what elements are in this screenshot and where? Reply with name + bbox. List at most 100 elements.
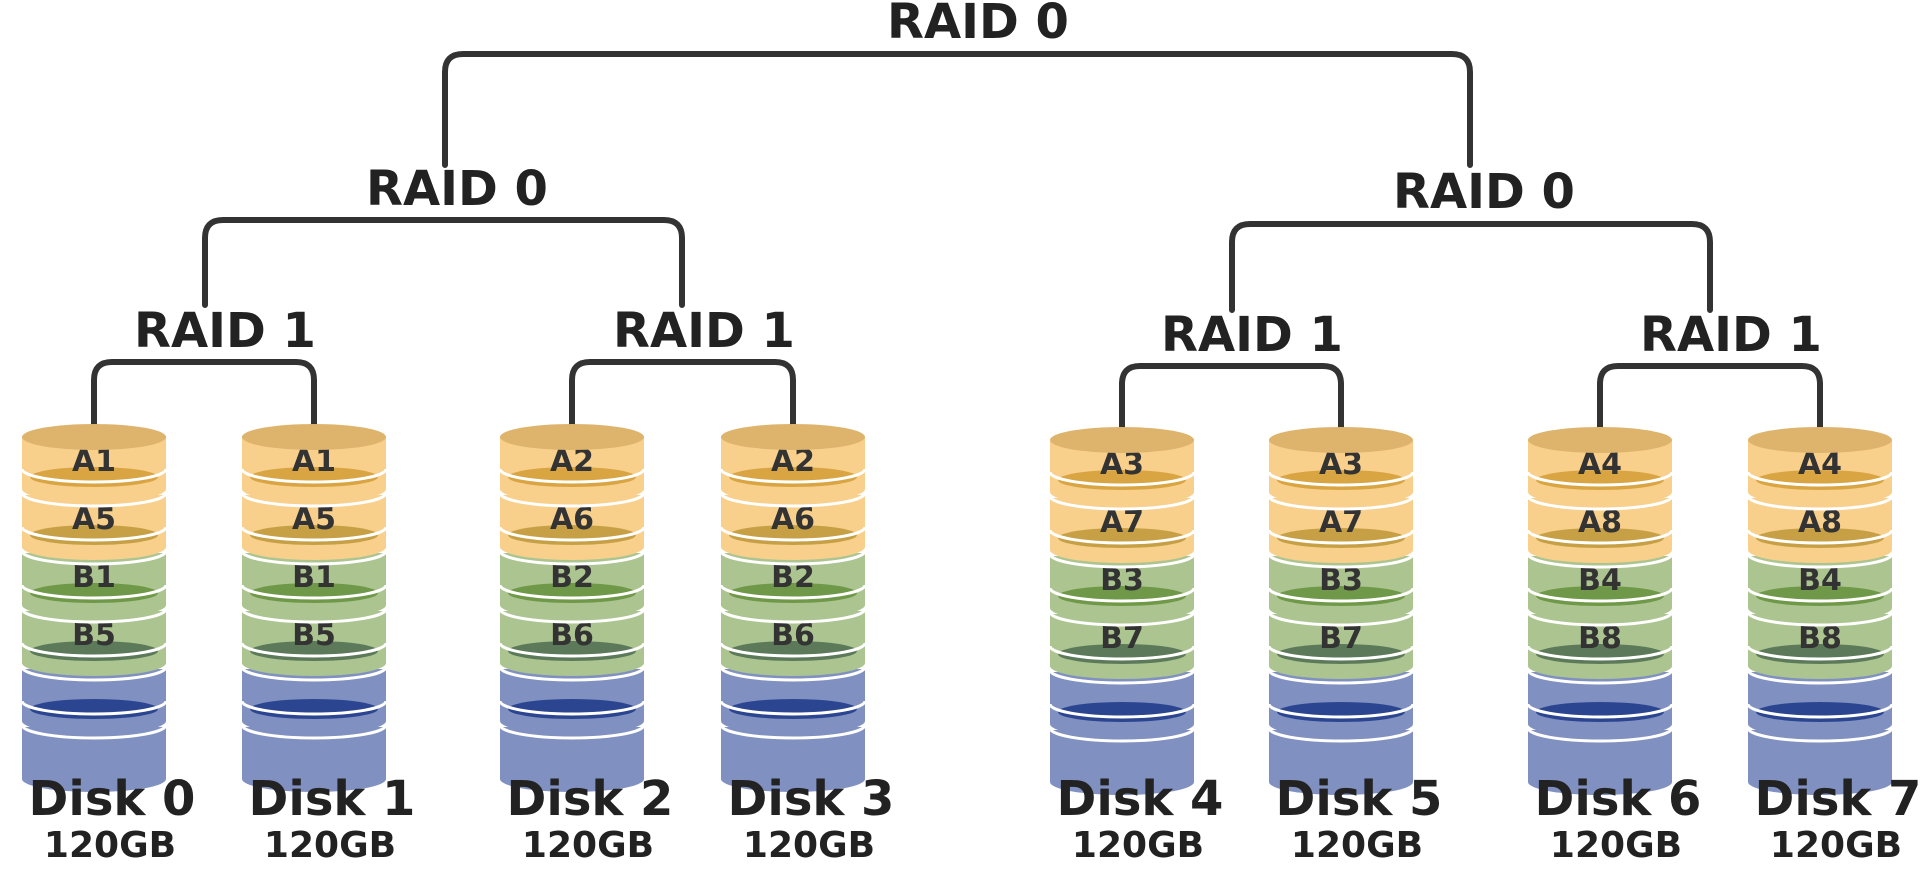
disk-segment-edge bbox=[1048, 495, 1196, 511]
disk-segment-edge bbox=[1267, 727, 1415, 743]
disk-top-cap bbox=[242, 424, 386, 450]
disk-block: A1 bbox=[240, 437, 388, 508]
disk-name: Disk 0 bbox=[29, 771, 196, 827]
disk-block: B6 bbox=[719, 611, 867, 682]
disk-size: 120GB bbox=[1770, 825, 1902, 866]
disk-free-space bbox=[1526, 730, 1674, 801]
disk-block: A8 bbox=[1526, 498, 1674, 569]
disk-size: 120GB bbox=[1072, 825, 1204, 866]
disk-free-space bbox=[1746, 672, 1894, 743]
disk-block: A2 bbox=[719, 437, 867, 508]
disk-free-space bbox=[1048, 730, 1196, 801]
disk-block: A6 bbox=[498, 495, 646, 566]
disk-segment-edge bbox=[240, 492, 388, 508]
disk-segment-edge bbox=[20, 608, 168, 624]
disk-segment-edge bbox=[498, 584, 646, 600]
disk-block: A7 bbox=[1048, 498, 1196, 569]
block-label: B7 bbox=[1100, 621, 1144, 656]
disk-block: B2 bbox=[498, 553, 646, 624]
block-label: A5 bbox=[72, 502, 116, 537]
disk-block: B7 bbox=[1267, 614, 1415, 685]
disk-free-space bbox=[20, 727, 168, 798]
disk-block: A3 bbox=[1267, 440, 1415, 511]
raid1-disk0-1-label: RAID 1 bbox=[134, 303, 316, 359]
disk-block: B8 bbox=[1746, 614, 1894, 685]
disk-platter bbox=[729, 699, 857, 719]
disk-top-cap bbox=[1269, 427, 1413, 453]
disk-segment-edge bbox=[719, 492, 867, 508]
disk-segment-edge bbox=[1048, 669, 1196, 685]
disk-segment-edge bbox=[1746, 587, 1894, 603]
disk-segment-edge bbox=[20, 468, 168, 484]
disk-top-cap bbox=[22, 424, 166, 450]
disk-segment-body bbox=[1748, 730, 1892, 795]
disk-platter bbox=[30, 699, 158, 719]
disk-segment-edge bbox=[240, 526, 388, 542]
disk-segment-edge bbox=[240, 584, 388, 600]
disk-segment-edge bbox=[498, 700, 646, 716]
raid1-disk6-7-bracket bbox=[1597, 363, 1823, 439]
disk-segment-edge bbox=[1746, 529, 1894, 545]
disk-top-cap bbox=[1528, 427, 1672, 453]
disk-segment-body bbox=[22, 727, 166, 792]
disk-segment-edge bbox=[1746, 703, 1894, 719]
disk-segment-edge bbox=[20, 550, 168, 566]
raid1-disk4-5-bracket bbox=[1119, 363, 1344, 439]
raid0-left-bracket bbox=[202, 217, 685, 308]
disk-block: B2 bbox=[719, 553, 867, 624]
disk-block: A5 bbox=[240, 495, 388, 566]
disk-size: 120GB bbox=[743, 825, 875, 866]
disk-segment-edge bbox=[719, 526, 867, 542]
block-label: A8 bbox=[1798, 505, 1842, 540]
disk-segment-edge bbox=[1526, 529, 1674, 545]
disk-segment-edge bbox=[1267, 587, 1415, 603]
disk-segment-edge bbox=[719, 584, 867, 600]
disk-segment-edge bbox=[20, 642, 168, 658]
disk-block: A6 bbox=[719, 495, 867, 566]
disk-segment-edge bbox=[498, 724, 646, 740]
block-label: B3 bbox=[1100, 563, 1144, 598]
disk-segment-edge bbox=[1526, 785, 1674, 801]
disk-block: B3 bbox=[1267, 556, 1415, 627]
disk-segment-edge bbox=[1048, 727, 1196, 743]
disk-top-cap bbox=[500, 424, 644, 450]
block-label: B8 bbox=[1798, 621, 1842, 656]
disk-block: B5 bbox=[240, 611, 388, 682]
disk-segment-edge bbox=[719, 550, 867, 566]
disk-size: 120GB bbox=[44, 825, 176, 866]
disk-name: Disk 5 bbox=[1276, 771, 1443, 827]
disk-segment-edge bbox=[240, 666, 388, 682]
disk-platter bbox=[1277, 702, 1405, 722]
disk-segment-edge bbox=[498, 666, 646, 682]
disk-segment-edge bbox=[498, 492, 646, 508]
block-label: B1 bbox=[72, 560, 116, 595]
disk-segment-body bbox=[500, 727, 644, 792]
disk-platter bbox=[508, 699, 636, 719]
disk-block: B4 bbox=[1526, 556, 1674, 627]
raid1-disk6-7-label: RAID 1 bbox=[1640, 307, 1822, 363]
disk-segment-edge bbox=[1267, 703, 1415, 719]
disk-segment-edge bbox=[719, 666, 867, 682]
disk-free-space bbox=[498, 669, 646, 740]
block-label: B7 bbox=[1319, 621, 1363, 656]
disk-segment-edge bbox=[240, 468, 388, 484]
disk-segment-edge bbox=[1526, 587, 1674, 603]
disk-segment-edge bbox=[240, 550, 388, 566]
disk-block: A2 bbox=[498, 437, 646, 508]
disk-segment-edge bbox=[1048, 703, 1196, 719]
disk-free-space bbox=[240, 669, 388, 740]
disk-free-space bbox=[1048, 672, 1196, 743]
disk-block: A5 bbox=[20, 495, 168, 566]
disk-segment-edge bbox=[1526, 645, 1674, 661]
disk-segment-edge bbox=[1746, 553, 1894, 569]
block-label: B6 bbox=[550, 618, 594, 653]
disk-platter bbox=[250, 699, 378, 719]
disk-segment-edge bbox=[1746, 785, 1894, 801]
disk-segment-body bbox=[1050, 730, 1194, 795]
